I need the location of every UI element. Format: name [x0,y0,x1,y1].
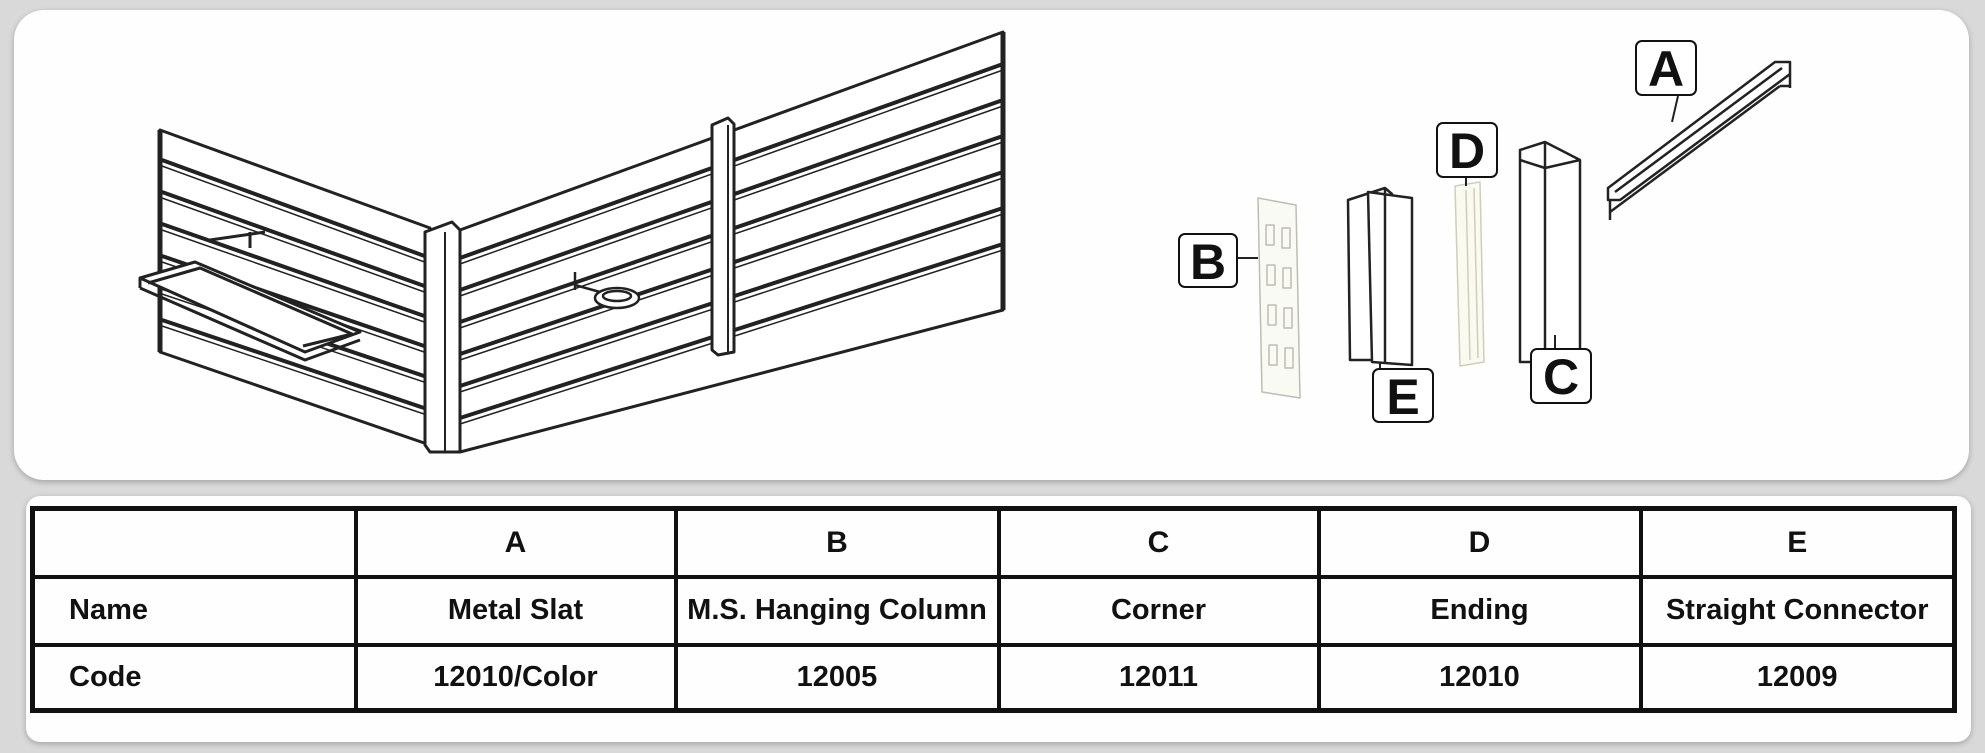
table-cell: 12009 [1638,642,1957,713]
table-row: Code 12010/Color 12005 12011 12010 12009 [30,642,1957,713]
callout-b: B [1178,233,1238,288]
callout-c: C [1530,348,1592,404]
table-cell: 12011 [996,642,1321,713]
table-header-cell [30,506,358,579]
table-cell: M.S. Hanging Column [673,574,1001,647]
table-header-cell: E [1638,506,1957,579]
table-cell: 12010/Color [353,642,678,713]
table-header-cell: D [1316,506,1643,579]
table-row: Name Metal Slat M.S. Hanging Column Corn… [30,574,1957,647]
leader-a [1671,95,1679,123]
part-b-hanging-column [1257,197,1301,399]
callout-a: A [1635,40,1697,96]
part-c-corner [1518,140,1582,364]
shelf-bracket [573,272,641,310]
table-cell: Ending [1316,574,1643,647]
table-cell: Corner [996,574,1321,647]
hanging-column [710,116,736,357]
part-e-straight-connector [1346,186,1414,367]
table-cell: 12010 [1316,642,1643,713]
table-header-cell: B [673,506,1001,579]
row-label-name: Name [30,574,358,647]
row-label-code: Code [30,642,358,713]
table-cell: Metal Slat [353,574,678,647]
part-a-metal-slat [1606,60,1792,220]
table-header-cell: A [353,506,678,579]
part-d-ending [1454,181,1485,367]
callout-d: D [1436,122,1498,178]
table-header-row: A B C D E [30,506,1957,579]
table-cell: Straight Connector [1638,574,1957,647]
table-cell: 12005 [673,642,1001,713]
hanging-rail [138,230,362,362]
callout-e: E [1372,368,1434,423]
corner-post [423,220,462,454]
parts-table: A B C D E Name Metal Slat M.S. Hanging C… [30,506,1957,713]
table-header-cell: C [996,506,1321,579]
